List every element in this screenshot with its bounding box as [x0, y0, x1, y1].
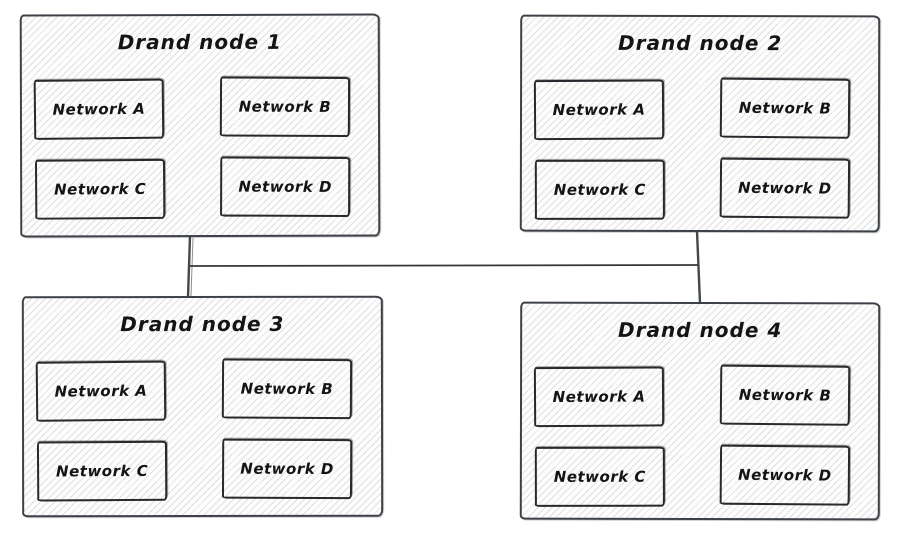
network-c-box: Network C — [534, 446, 665, 507]
drand-node-4-box: Drand node 4 Network A Network B Network… — [519, 301, 881, 521]
drand-node-2-networks: Network A Network B Network C Network D — [522, 17, 878, 231]
network-d-box: Network D — [719, 444, 851, 506]
network-d-box: Network D — [719, 157, 851, 219]
edge-node2-node4 — [695, 230, 702, 304]
network-c-box: Network C — [534, 159, 665, 220]
drand-node-2-box: Drand node 2 Network A Network B Network… — [519, 14, 881, 233]
drand-node-1-box: Drand node 1 Network A Network B Network… — [19, 13, 381, 238]
network-b-box: Network B — [719, 77, 851, 139]
network-b-box: Network B — [719, 364, 851, 426]
drand-node-3-networks: Network A Network B Network C Network D — [24, 298, 381, 516]
network-d-box: Network D — [221, 438, 353, 500]
network-a-box: Network A — [35, 360, 167, 422]
edge-node1-node3-doublestroke — [190, 237, 194, 297]
drand-node-4-networks: Network A Network B Network C Network D — [522, 304, 878, 519]
network-d-box: Network D — [220, 156, 351, 218]
network-a-box: Network A — [533, 79, 665, 141]
network-a-box: Network A — [533, 366, 665, 428]
edge-node1-node3 — [186, 235, 192, 298]
network-c-box: Network C — [36, 440, 168, 502]
network-c-box: Network C — [34, 158, 166, 220]
network-b-box: Network B — [219, 76, 351, 138]
network-a-box: Network A — [33, 78, 165, 140]
network-b-box: Network B — [221, 358, 353, 420]
edge-cross-link — [188, 264, 699, 267]
drand-node-1-networks: Network A Network B Network C Network D — [22, 16, 379, 236]
drand-node-3-box: Drand node 3 Network A Network B Network… — [21, 295, 384, 518]
